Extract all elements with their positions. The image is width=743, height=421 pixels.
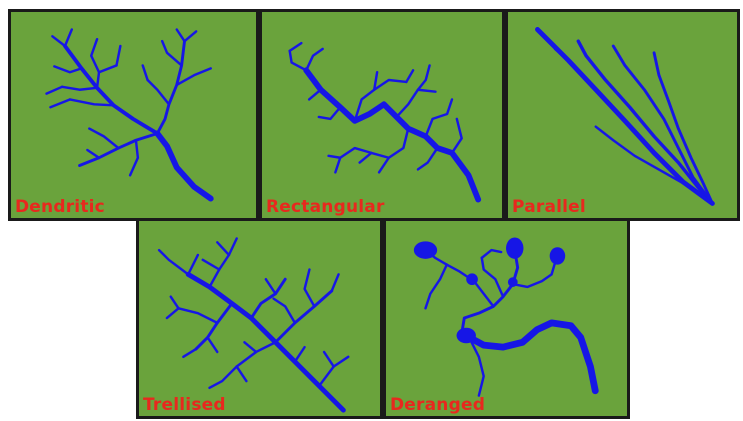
trellised-drainage-pattern: [157, 237, 350, 413]
parallel-drainage-pattern: [535, 27, 715, 206]
deranged-label: Deranged: [390, 395, 486, 415]
trellised-panel: Trellised: [136, 218, 383, 419]
parallel-panel: Parallel: [505, 9, 740, 221]
deranged-drainage-pattern: [413, 237, 599, 397]
dendritic-label: Dendritic: [15, 197, 105, 217]
rectangular-panel: Rectangular: [259, 9, 505, 221]
trellised-label: Trellised: [143, 395, 226, 415]
parallel-label: Parallel: [512, 197, 586, 217]
rectangular-drainage-pattern: [288, 41, 482, 203]
rectangular-label: Rectangular: [266, 197, 385, 217]
dendritic-drainage-pattern: [45, 28, 214, 202]
deranged-panel: Deranged: [383, 218, 630, 419]
dendritic-panel: Dendritic: [8, 9, 259, 221]
